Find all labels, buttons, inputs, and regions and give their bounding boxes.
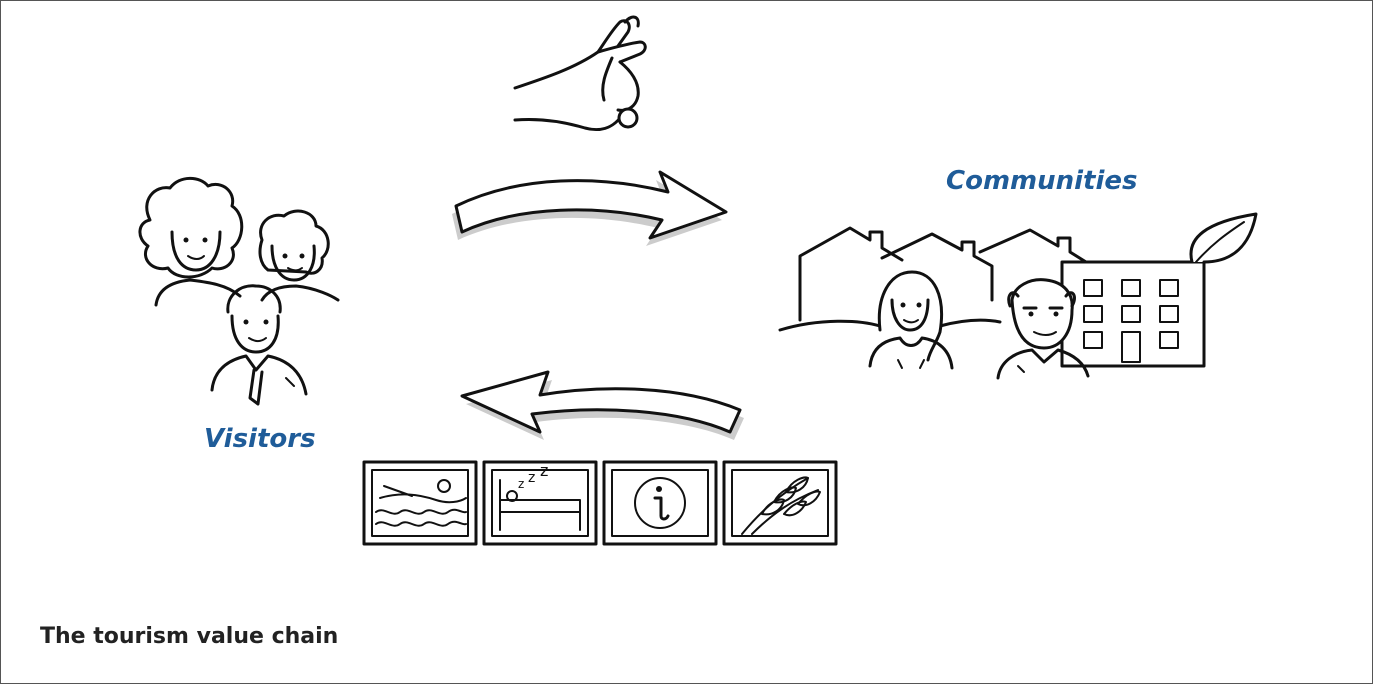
svg-text:z: z [528,470,535,486]
arrow-to-communities [452,172,726,246]
communities-illustration [780,214,1256,378]
figure-caption: The tourism value chain [40,624,338,649]
bed-icon: z z z [484,461,596,544]
wheat-icon [724,462,836,544]
info-icon [604,462,716,544]
arrow-to-visitors [462,372,744,440]
visitors-label: Visitors [204,424,316,454]
swimming-icon [364,462,476,544]
amenity-icons: z z z [364,461,836,544]
visitors-illustration [140,178,338,404]
communities-label: Communities [946,166,1138,196]
hand-coin-icon [515,17,645,129]
svg-text:z: z [518,477,524,491]
svg-text:z: z [540,461,548,480]
leaf-icon [1191,214,1256,262]
